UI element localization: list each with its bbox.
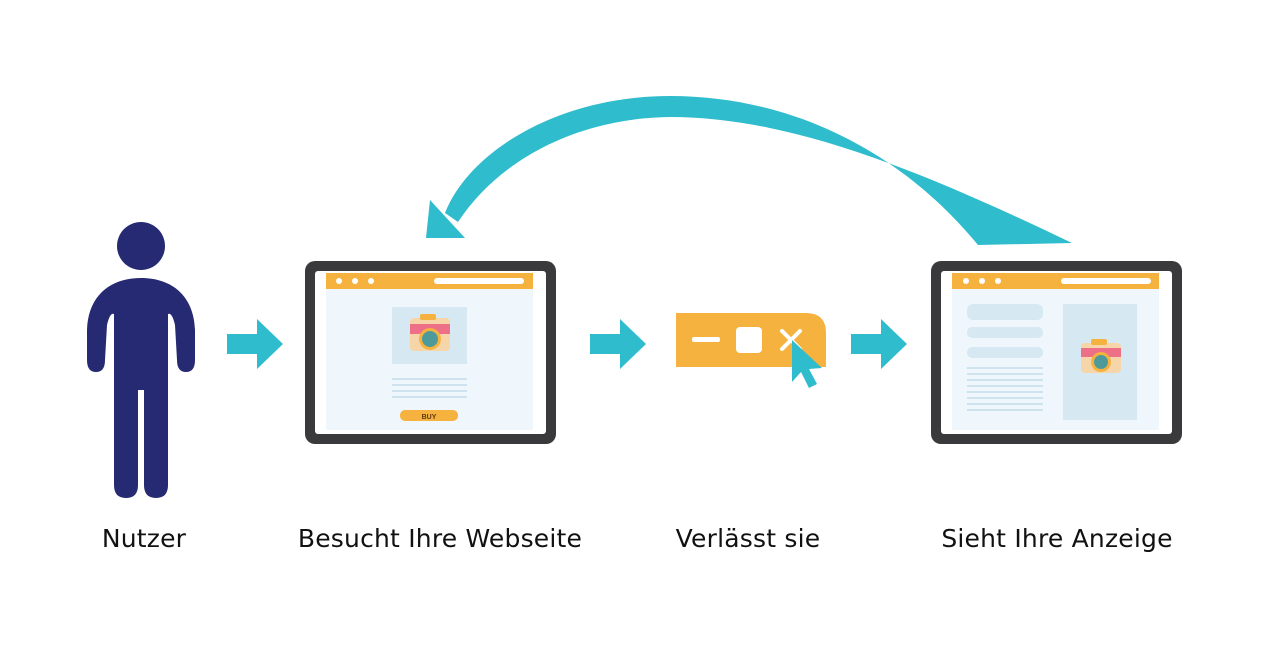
buy-button-label: BUY: [422, 414, 437, 421]
step-label-visit: Besucht Ihre Webseite: [297, 524, 583, 553]
camera-icon: [1081, 339, 1121, 373]
step-label-leave: Verlässt sie: [675, 524, 821, 553]
camera-icon: [410, 314, 450, 351]
step-label-user: Nutzer: [101, 524, 187, 553]
arrow-right-icon-2: [590, 319, 646, 369]
cursor-icon: [792, 340, 822, 388]
product-page-icon: BUY: [305, 261, 556, 444]
step-label-ad: Sieht Ihre Anzeige: [941, 524, 1173, 553]
arrow-right-icon-1: [227, 319, 283, 369]
minimize-icon: [692, 337, 720, 342]
close-window-icon: [676, 313, 826, 388]
person-icon: [87, 222, 195, 498]
buy-button: [400, 410, 458, 421]
maximize-icon: [736, 327, 762, 353]
ad-page-icon: [931, 261, 1182, 444]
arrow-right-icon-3: [851, 319, 907, 369]
curved-return-arrow-icon: [426, 96, 1072, 245]
